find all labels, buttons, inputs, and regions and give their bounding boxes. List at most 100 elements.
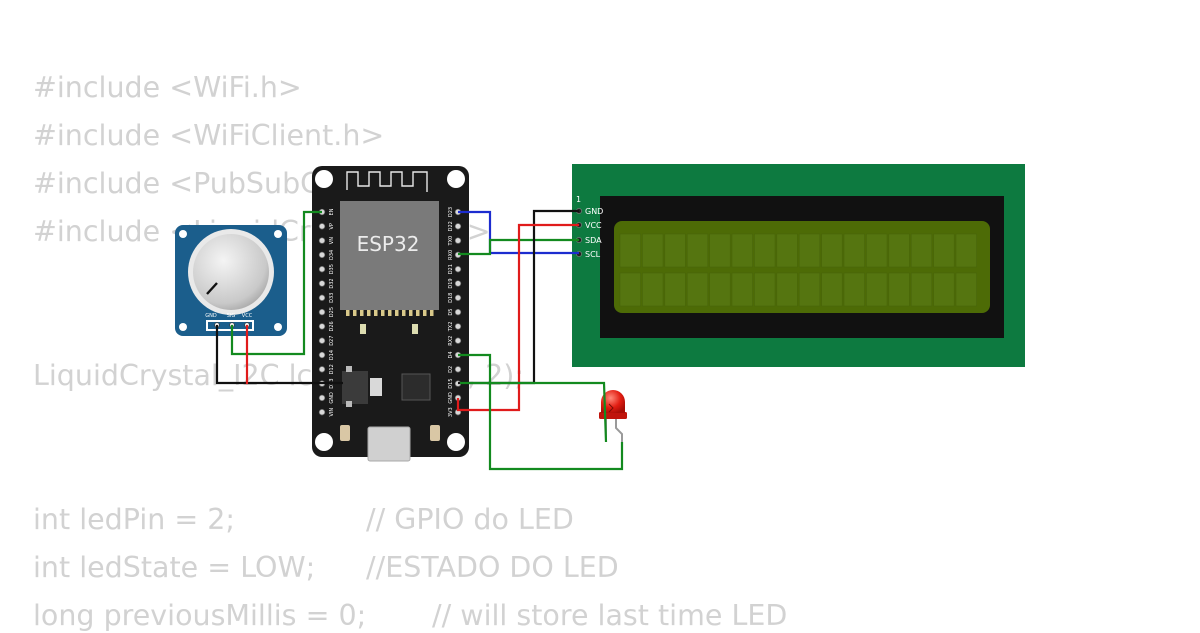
lcd-character-cell bbox=[731, 233, 753, 268]
led-body bbox=[601, 390, 625, 413]
esp32-pin-left[interactable] bbox=[318, 266, 326, 273]
module-pad bbox=[430, 310, 434, 316]
module-pad bbox=[367, 310, 371, 316]
lcd-character-cell bbox=[731, 272, 753, 307]
red-led[interactable] bbox=[599, 390, 627, 442]
esp32-pin-label: D2 bbox=[448, 366, 454, 373]
esp32-pin-right[interactable] bbox=[454, 294, 462, 301]
esp32-pin-label: D32 bbox=[329, 278, 335, 288]
mounting-hole bbox=[315, 433, 333, 451]
esp32-pin-left[interactable] bbox=[318, 409, 326, 416]
lcd-character-cell bbox=[843, 233, 865, 268]
wire-led-cathode[interactable] bbox=[460, 381, 608, 443]
wire-pot-sig[interactable] bbox=[230, 210, 322, 356]
potentiometer[interactable]: GND SIG VCC bbox=[175, 225, 287, 336]
wire-led-anode[interactable] bbox=[458, 353, 624, 471]
esp32-pin-right[interactable] bbox=[454, 266, 462, 273]
esp32-board[interactable]: ESP32 ENVPVND34D35D32D33D25D26D27D14D12D… bbox=[312, 166, 469, 462]
code-text: #include <WiFiClient.h> bbox=[33, 119, 385, 152]
usb-port[interactable] bbox=[367, 426, 411, 462]
code-line: #include <WiFiClient.h> bbox=[33, 119, 384, 153]
lcd-character-cell bbox=[798, 272, 821, 307]
esp32-pin-label: D22 bbox=[448, 221, 454, 231]
regulator-pin bbox=[346, 401, 352, 407]
module-pad bbox=[402, 310, 406, 316]
esp32-pin-left[interactable] bbox=[318, 337, 326, 344]
esp32-pin-left[interactable] bbox=[318, 308, 326, 316]
code-comment: // will store last time LED bbox=[432, 599, 788, 632]
module-pad bbox=[346, 310, 350, 316]
lcd-pin-label: GND bbox=[585, 207, 603, 216]
lcd-character-cell bbox=[754, 272, 776, 307]
wire-pot-gnd[interactable] bbox=[215, 325, 343, 385]
wire-vcc-lcd[interactable] bbox=[456, 223, 579, 412]
lcd-character-cell bbox=[642, 233, 664, 268]
esp32-pin-label: VP bbox=[329, 223, 335, 229]
module-pad bbox=[416, 310, 420, 316]
lcd-character-cell bbox=[798, 233, 821, 268]
esp32-pin-label: D26 bbox=[329, 321, 335, 331]
esp32-pin-label: D23 bbox=[448, 207, 454, 217]
esp32-pin-left[interactable] bbox=[318, 294, 326, 301]
module-pad bbox=[423, 310, 427, 316]
code-line: #include <WiFi.h> bbox=[33, 71, 302, 105]
esp32-pin-label: D5 bbox=[448, 309, 454, 316]
lcd-character-cell bbox=[664, 272, 686, 307]
esp32-pin-right[interactable] bbox=[454, 337, 462, 344]
module-pad bbox=[388, 310, 392, 316]
esp32-pin-right[interactable] bbox=[454, 308, 462, 316]
esp32-pin-label: D27 bbox=[329, 336, 335, 346]
esp32-pin-left[interactable] bbox=[318, 323, 326, 330]
esp32-pin-left[interactable] bbox=[318, 237, 326, 244]
esp32-module bbox=[340, 201, 439, 310]
mounting-hole bbox=[447, 433, 465, 451]
esp32-pin-right[interactable] bbox=[454, 237, 462, 244]
module-pad bbox=[374, 310, 378, 316]
esp32-pin-label: 3V3 bbox=[448, 407, 454, 417]
mounting-hole bbox=[274, 323, 282, 331]
lcd-character-cell bbox=[821, 233, 843, 268]
esp32-pin-left[interactable] bbox=[318, 366, 326, 373]
boot-button[interactable] bbox=[340, 425, 350, 441]
code-line: long previousMillis = 0; // will store la… bbox=[33, 599, 787, 633]
esp32-pin-left[interactable] bbox=[318, 280, 326, 287]
regulator-tab bbox=[370, 378, 382, 396]
esp32-pin-label: D33 bbox=[329, 293, 335, 303]
lcd-pin-label: SCL bbox=[585, 250, 601, 259]
esp32-pin-left[interactable] bbox=[318, 223, 326, 230]
lcd-character-cell bbox=[866, 233, 888, 268]
esp32-pin-left[interactable] bbox=[318, 394, 326, 402]
esp32-pin-left[interactable] bbox=[318, 351, 326, 359]
potentiometer-knob[interactable] bbox=[193, 234, 269, 310]
pot-pin-label: SIG bbox=[227, 313, 236, 319]
lcd-character-cell bbox=[955, 272, 977, 307]
esp32-pin-right[interactable] bbox=[454, 223, 462, 230]
lcd-character-cell bbox=[619, 272, 641, 307]
lcd-character-cell bbox=[642, 272, 664, 307]
lcd-character-cell bbox=[686, 272, 709, 307]
led-leg-anode bbox=[615, 418, 623, 442]
lcd-character-cell bbox=[821, 272, 843, 307]
esp32-pin-label: D18 bbox=[448, 293, 454, 303]
esp32-pin-label: D25 bbox=[329, 307, 335, 317]
esp32-pin-label: RX0 bbox=[448, 250, 454, 260]
smd-component bbox=[360, 324, 366, 334]
lcd-display[interactable]: 1 GND VCC SDA SCL bbox=[572, 164, 1025, 367]
esp32-pin-right[interactable] bbox=[454, 323, 462, 330]
reset-button[interactable] bbox=[430, 425, 440, 441]
antenna-trace bbox=[346, 171, 428, 192]
lcd-character-cell bbox=[955, 233, 977, 268]
lcd-pin-label: SDA bbox=[585, 236, 602, 245]
module-pad bbox=[353, 310, 357, 316]
lcd-character-cell bbox=[776, 233, 798, 268]
wire-pot-vcc[interactable] bbox=[245, 325, 249, 385]
lcd-character-cell bbox=[776, 272, 798, 307]
lcd-character-cell bbox=[888, 272, 910, 307]
esp32-pin-left[interactable] bbox=[318, 251, 326, 259]
module-pad bbox=[395, 310, 399, 316]
regulator-pin bbox=[346, 366, 352, 372]
esp32-pin-right[interactable] bbox=[454, 280, 462, 287]
lcd-character-cell bbox=[709, 272, 731, 307]
esp32-pin-right[interactable] bbox=[454, 366, 462, 373]
code-text: long previousMillis = 0; bbox=[33, 599, 367, 632]
